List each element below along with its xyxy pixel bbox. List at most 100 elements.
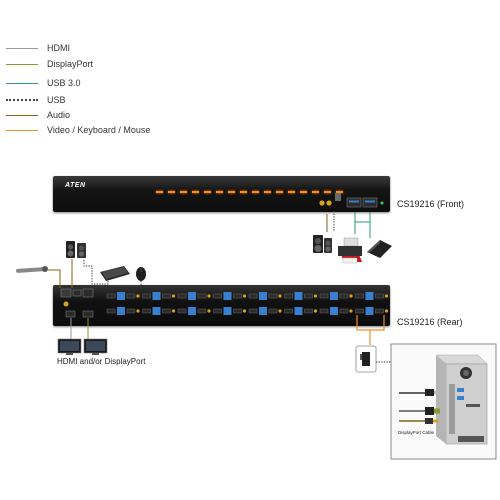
legend-line-usb: [6, 99, 38, 101]
computer-port-module-11: [284, 292, 318, 300]
port-led-5: [204, 191, 211, 193]
module-7-displayport: [233, 293, 242, 299]
computer-port-module-6: [177, 307, 211, 315]
module-10-audio-jack: [278, 309, 282, 313]
port-led-1: [156, 191, 163, 193]
computer-port-module-1: [106, 292, 140, 300]
legend-line-audio: [6, 114, 38, 116]
port-led-16: [336, 191, 343, 193]
mouse-icon: [136, 267, 146, 281]
module-11-audio-jack: [313, 294, 318, 298]
rear-speakers-icon: [66, 241, 86, 258]
keyboard-icon: [100, 266, 130, 281]
kvm-front-panel: ATEN: [53, 176, 390, 212]
module-3-usb3-port: [152, 292, 161, 300]
legend-item-vkm: Video / Keyboard / Mouse: [6, 123, 150, 137]
front-power-led: [380, 201, 384, 205]
module-5-audio-jack: [207, 294, 211, 298]
computer-port-module-12: [284, 307, 318, 315]
rear-console-hdmi-port: [65, 310, 76, 318]
computer-port-module-8: [213, 307, 247, 315]
rear-console-usb-port: [72, 289, 82, 297]
module-3-displayport: [162, 293, 171, 299]
legend-label-vkm: Video / Keyboard / Mouse: [47, 125, 151, 135]
module-2-hdmi-port: [106, 308, 116, 314]
module-6-hdmi-port: [177, 308, 187, 314]
legend-line-vkm: [6, 129, 38, 131]
module-13-displayport: [339, 293, 349, 299]
module-6-displayport: [197, 308, 207, 314]
module-11-displayport: [304, 293, 313, 299]
module-12-usb3-port: [294, 307, 303, 315]
module-9-hdmi-port: [248, 293, 258, 299]
front-audio-jack-mic: [319, 200, 325, 206]
computer-port-module-7: [213, 292, 247, 300]
module-13-usb3-port: [330, 292, 338, 300]
computer-port-module-16: [355, 307, 389, 315]
computer-port-module-15: [355, 292, 389, 300]
rear-usb-hub-cable: [83, 260, 93, 288]
module-5-usb3-port: [188, 292, 196, 300]
aten-logo: ATEN: [65, 182, 86, 189]
module-9-displayport: [268, 293, 278, 299]
module-6-audio-jack: [207, 309, 211, 313]
module-4-displayport: [162, 308, 171, 314]
rear-keyboard-cable: [94, 281, 109, 285]
legend-item-hdmi: HDMI: [6, 41, 70, 55]
legend-label-hdmi: HDMI: [47, 43, 70, 53]
computer-tower-icon: [435, 354, 488, 445]
port-led-4: [192, 191, 199, 193]
module-6-usb3-port: [188, 307, 196, 315]
front-usb3-tongue-2: [365, 200, 375, 203]
front-printer-icon: [338, 237, 362, 264]
rear-console-displayport: [82, 310, 94, 318]
module-11-hdmi-port: [284, 293, 293, 299]
rear-unit-label: CS19216 (Rear): [397, 317, 463, 327]
legend-item-usb: USB: [6, 93, 66, 107]
legend-label-usb: USB: [47, 95, 66, 105]
audio-plug-icon: [399, 418, 438, 424]
module-7-hdmi-port: [213, 293, 222, 299]
rear-mic-cable: [48, 269, 61, 288]
kvm-rear-panel: [53, 285, 390, 326]
module-16-hdmi-port: [355, 308, 364, 314]
module-7-usb3-port: [223, 292, 232, 300]
port-led-row: [156, 191, 343, 193]
module-8-usb3-port: [223, 307, 232, 315]
module-1-usb3-port: [117, 292, 125, 300]
module-2-usb3-port: [117, 307, 125, 315]
module-14-usb3-port: [330, 307, 338, 315]
module-12-audio-jack: [313, 309, 318, 313]
module-13-hdmi-port: [319, 293, 329, 299]
module-4-audio-jack: [171, 309, 176, 313]
front-usb3-cable-loop: [354, 212, 371, 223]
module-10-displayport: [268, 308, 278, 314]
front-speakers-icon: [313, 235, 332, 253]
module-4-usb3-port: [152, 307, 161, 315]
computer-port-module-5: [177, 292, 211, 300]
cable-connector-icon: [355, 345, 377, 373]
module-5-displayport: [197, 293, 207, 299]
port-led-11: [276, 191, 283, 193]
port-led-2: [168, 191, 175, 193]
monitor-icon-displayport: [83, 338, 108, 355]
rear-power-socket: [60, 288, 72, 298]
module-12-displayport: [304, 308, 313, 314]
legend-item-usb3: USB 3.0: [6, 76, 81, 90]
front-unit-label: CS19216 (Front): [397, 199, 465, 209]
legend-line-displayport: [6, 63, 38, 65]
module-14-audio-jack: [349, 309, 353, 313]
module-14-hdmi-port: [319, 308, 329, 314]
port-led-15: [324, 191, 331, 193]
computer-port-module-4: [142, 307, 176, 315]
module-3-hdmi-port: [142, 293, 151, 299]
port-led-9: [252, 191, 259, 193]
legend-line-hdmi: [6, 47, 38, 49]
module-7-audio-jack: [242, 294, 247, 298]
computer-port-module-9: [248, 292, 282, 300]
rear-console-usb-hub: [82, 288, 94, 298]
port-led-3: [180, 191, 187, 193]
module-9-usb3-port: [259, 292, 267, 300]
module-12-hdmi-port: [284, 308, 293, 314]
microphone-icon: [16, 266, 48, 273]
